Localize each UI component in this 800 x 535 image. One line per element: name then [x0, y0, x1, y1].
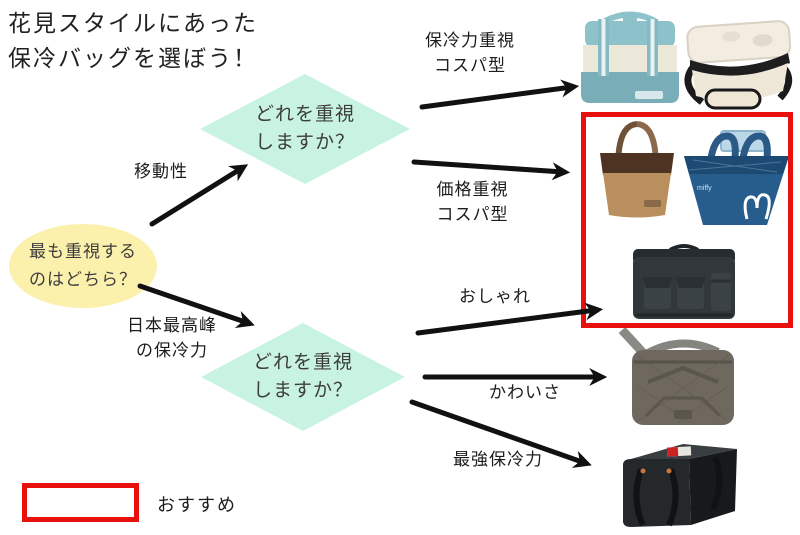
product-image-brown-tote — [586, 115, 688, 228]
start-node-line2: のはどちら？ — [29, 270, 137, 290]
page-title: 花見スタイルにあった 保冷バッグを選ぼう！ — [8, 6, 258, 76]
legend-recommended-label: おすすめ — [157, 495, 237, 515]
brown-tote-band — [600, 153, 674, 175]
gray-bag-chevron — [647, 365, 719, 384]
cream-cooler-strap-pad — [704, 88, 762, 110]
start-node-line1: 最も重視する — [29, 242, 137, 262]
miffy-tote-handle-left — [707, 132, 739, 159]
decision-top-text: どれを重視 しますか？ — [235, 100, 375, 156]
arrow-to-stylish — [415, 302, 604, 336]
product-image-black-box-cooler — [609, 429, 749, 535]
decision-bottom-line2: しますか？ — [252, 379, 353, 401]
outcome-label-strongest-cooling: 最強保冷力 — [453, 450, 543, 469]
box-cooler-side — [689, 449, 737, 525]
black-cooler-pocket-left — [642, 277, 673, 288]
miffy-tote-handle-right — [739, 132, 771, 159]
page-title-line2: 保冷バッグを選ぼう！ — [8, 46, 258, 71]
cream-cooler-lid — [686, 20, 792, 64]
cream-cooler-band — [690, 53, 790, 77]
product-image-gray-shoulder-bag — [618, 326, 748, 434]
arrow-to-price-cospa — [411, 159, 571, 181]
miffy-rabbit-ears — [743, 193, 771, 220]
box-cooler-handle-front — [633, 468, 646, 527]
page-title-line1: 花見スタイルにあった — [8, 11, 258, 36]
decision-top-line2: しますか？ — [254, 131, 355, 153]
teal-cooler-logo — [635, 91, 663, 99]
branch-label-top-cooling-line1: 日本最高峰 — [127, 316, 217, 335]
black-cooler-handle — [669, 244, 699, 252]
decision-top-line1: どれを重視 — [254, 103, 355, 125]
gray-bag-emblem — [674, 410, 692, 419]
outcome-cooling-cospa-line1: 保冷力重視 — [425, 31, 515, 50]
product-image-cream-hard-cooler — [676, 18, 800, 123]
outcome-price-cospa-line2: コスパ型 — [436, 205, 509, 224]
outcome-label-stylish: おしゃれ — [459, 287, 531, 306]
box-cooler-handle-side — [710, 455, 723, 511]
box-cooler-front — [623, 459, 691, 527]
outcome-label-cute: かわいさ — [489, 383, 561, 402]
start-node-text: 最も重視する のはどちら？ — [13, 238, 153, 294]
product-image-teal-soft-cooler — [573, 5, 687, 120]
teal-cooler-body — [583, 45, 677, 74]
outcome-label-price-cospa: 価格重視 コスパ型 — [420, 177, 525, 227]
outcome-label-cooling-cospa: 保冷力重視 コスパ型 — [420, 28, 520, 78]
teal-cooler-base — [581, 72, 679, 103]
arrow-to-cooling-cospa — [419, 79, 580, 110]
branch-label-mobility: 移動性 — [134, 162, 188, 181]
decision-bottom-text: どれを重視 しますか？ — [233, 348, 373, 404]
brown-tote-logo — [644, 200, 661, 207]
recommended-highlight-box — [581, 112, 793, 328]
product-image-black-soft-cooler — [625, 241, 743, 330]
legend-recommended-swatch — [22, 483, 139, 522]
black-cooler-pocket-right — [675, 277, 706, 288]
miffy-logo-text: miffy — [697, 185, 712, 192]
outcome-price-cospa-line1: 価格重視 — [436, 180, 509, 199]
branch-label-top-cooling-line2: の保冷力 — [136, 341, 208, 360]
decision-bottom-line1: どれを重視 — [252, 351, 353, 373]
branch-label-top-cooling: 日本最高峰 の保冷力 — [118, 313, 226, 363]
outcome-cooling-cospa-line2: コスパ型 — [434, 56, 506, 75]
product-image-navy-miffy-tote: miffy — [677, 126, 795, 234]
